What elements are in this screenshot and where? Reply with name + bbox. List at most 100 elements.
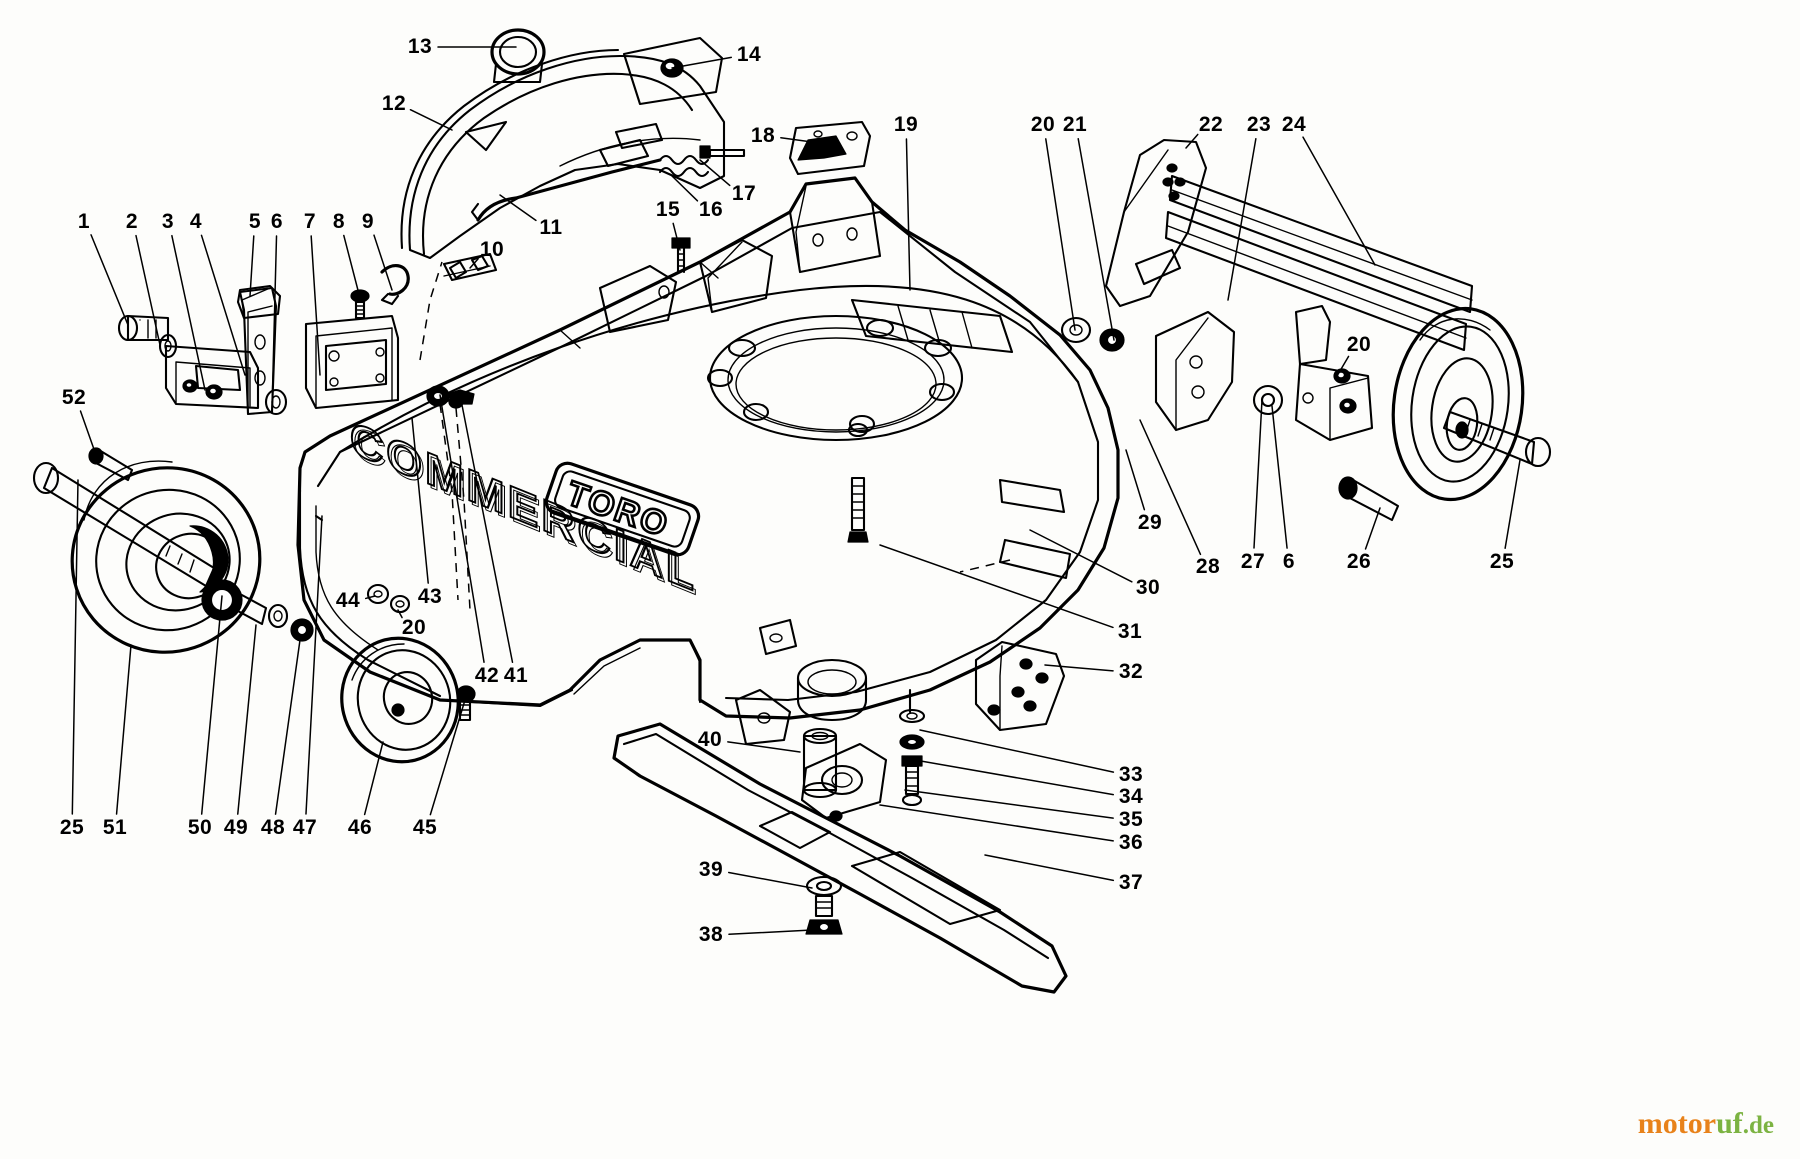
- callout-number-12: 12: [381, 92, 407, 115]
- leader-line-16: [671, 175, 699, 202]
- leader-line-26: [1364, 507, 1381, 550]
- bolt-52: [88, 447, 134, 482]
- callout-number-39: 39: [698, 858, 724, 881]
- nut-42: [426, 385, 450, 407]
- tire-51: [70, 460, 262, 654]
- leader-line-39: [727, 871, 813, 889]
- callout-number-52: 52: [61, 386, 87, 409]
- callout-number-6: 6: [1282, 550, 1296, 573]
- callout-number-31: 31: [1117, 620, 1143, 643]
- leader-line-10: [469, 258, 479, 269]
- callout-number-30: 30: [1135, 576, 1161, 599]
- callout-number-14: 14: [736, 43, 762, 66]
- spacer-40: [802, 727, 838, 799]
- leader-line-49: [237, 624, 257, 815]
- callout-number-49: 49: [223, 816, 249, 839]
- callout-number-20: 20: [1346, 333, 1372, 356]
- callout-number-20: 20: [1030, 113, 1056, 136]
- bolt-15: [671, 237, 691, 274]
- leader-line-6: [271, 235, 278, 411]
- callout-number-28: 28: [1195, 555, 1221, 578]
- plate-10: [442, 252, 498, 282]
- leader-line-24: [1302, 136, 1376, 266]
- cutting-blade-37: [612, 722, 1068, 994]
- blade-center-boss: [800, 742, 888, 822]
- mower-deck-housing: [296, 176, 1120, 746]
- deck-fastener-group-41-44: [366, 261, 475, 614]
- callout-number-17: 17: [731, 182, 757, 205]
- leader-line-44: [364, 595, 376, 600]
- callout-number-25: 25: [1489, 550, 1515, 573]
- leader-line-19: [905, 138, 911, 291]
- callout-number-7: 7: [303, 210, 317, 233]
- leader-line-21: [1077, 138, 1115, 341]
- callout-number-29: 29: [1137, 511, 1163, 534]
- callout-number-24: 24: [1281, 113, 1307, 136]
- callout-number-19: 19: [893, 113, 919, 136]
- leader-line-20: [1336, 355, 1350, 377]
- deck-rear-wall: [598, 176, 882, 334]
- engine-shroud-cover: [400, 28, 726, 260]
- callout-number-18: 18: [750, 124, 776, 147]
- leader-line-27: [1253, 399, 1263, 549]
- right-front-wheel: [1391, 306, 1525, 502]
- callout-number-10: 10: [479, 238, 505, 261]
- callout-leader-lines: [71, 46, 1521, 936]
- nut-38: [805, 894, 843, 935]
- callout-number-37: 37: [1118, 871, 1144, 894]
- callout-number-9: 9: [361, 210, 375, 233]
- leader-line-29: [1125, 449, 1146, 511]
- washer-20-left: [389, 594, 411, 614]
- nut-48: [290, 618, 314, 642]
- spring-16: [658, 154, 710, 178]
- callout-number-41: 41: [503, 664, 529, 687]
- leader-line-17: [699, 159, 731, 187]
- bolt-17: [699, 145, 746, 159]
- washer-44: [366, 583, 390, 605]
- leader-line-35: [904, 789, 1114, 819]
- callout-number-4: 4: [189, 210, 203, 233]
- leader-line-22: [1185, 133, 1199, 149]
- leader-line-25: [1504, 459, 1521, 549]
- leader-line-45: [429, 699, 466, 816]
- leader-line-34: [914, 759, 1115, 796]
- pivot-bolt-20-21: [1060, 316, 1125, 352]
- leader-line-20: [1045, 138, 1076, 331]
- callout-number-50: 50: [187, 816, 213, 839]
- center-spindle-bolt: [847, 476, 869, 543]
- leader-line-48: [274, 639, 301, 815]
- rear-bracket-32: [974, 640, 1066, 732]
- leader-line-38: [728, 929, 813, 936]
- callout-number-38: 38: [698, 923, 724, 946]
- callout-number-35: 35: [1118, 808, 1144, 831]
- callout-number-32: 32: [1118, 660, 1144, 683]
- callout-number-44: 44: [335, 589, 361, 612]
- leader-line-25: [71, 479, 79, 815]
- cap-5: [236, 284, 282, 320]
- blade-spindle-hub: [796, 658, 868, 722]
- leader-line-37: [984, 854, 1115, 882]
- leader-line-14: [671, 56, 733, 69]
- callout-number-42: 42: [474, 664, 500, 687]
- callout-number-22: 22: [1198, 113, 1224, 136]
- leader-line-50: [200, 595, 223, 815]
- callout-number-45: 45: [412, 816, 438, 839]
- callout-number-3: 3: [161, 210, 175, 233]
- leader-line-2: [135, 234, 161, 346]
- callout-number-5: 5: [248, 210, 262, 233]
- shroud-fastener-group: [598, 122, 746, 274]
- callout-number-13: 13: [407, 35, 433, 58]
- callout-number-8: 8: [332, 210, 346, 233]
- spindle-mount-ring: [706, 314, 964, 442]
- callout-number-26: 26: [1346, 550, 1372, 573]
- leader-line-28: [1139, 419, 1202, 556]
- leader-line-30: [1029, 529, 1133, 583]
- leader-line-5: [249, 235, 255, 297]
- leader-line-23: [1227, 138, 1257, 301]
- callout-number-36: 36: [1118, 831, 1144, 854]
- control-rod: [470, 158, 662, 222]
- washer-49: [267, 603, 289, 629]
- leader-line-31: [879, 544, 1114, 629]
- deck-vent-ribs: [850, 298, 1014, 354]
